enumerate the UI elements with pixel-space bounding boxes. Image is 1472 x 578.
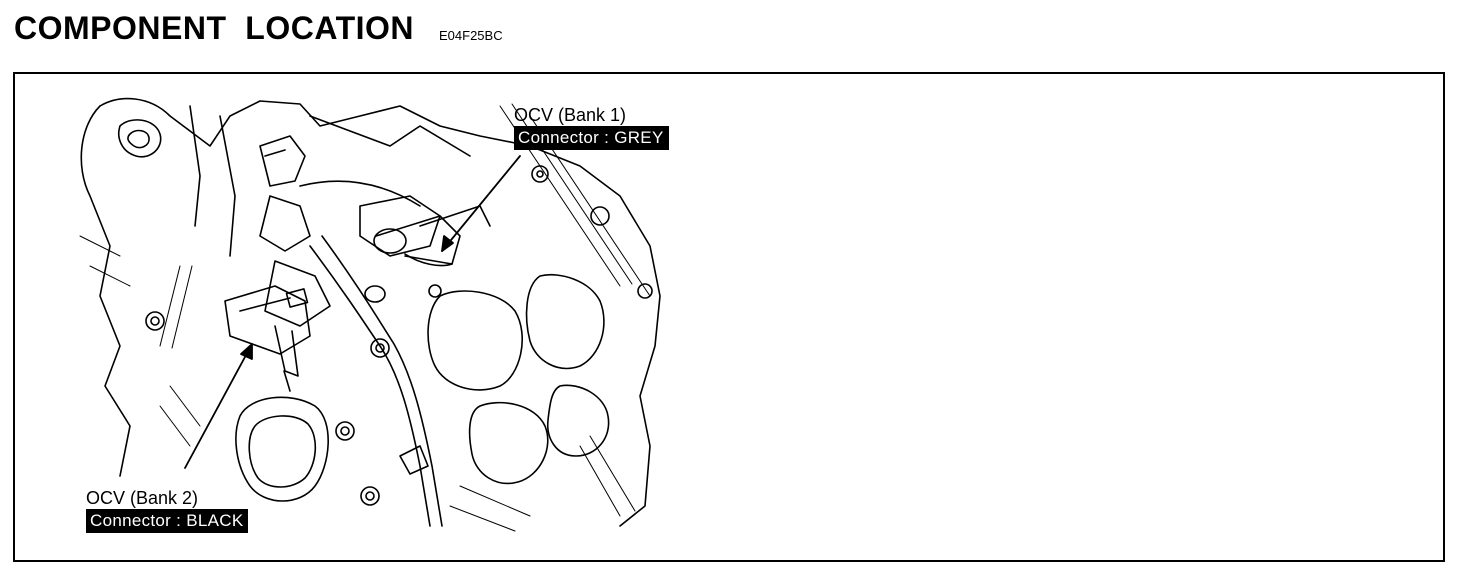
- ocv-bank2-label: OCV (Bank 2): [86, 488, 199, 508]
- hose: [309, 235, 443, 527]
- page-title: COMPONENT LOCATION: [14, 10, 414, 46]
- ocv-bank2-connector-tag: Connector : BLACK: [86, 509, 249, 533]
- leader-arrows: [184, 155, 521, 469]
- engine-illustration: [79, 97, 661, 532]
- ocv-bank2-valve: [224, 285, 311, 392]
- ocv-bank2-callout: OCV (Bank 2) Connector : BLACK: [86, 487, 249, 533]
- ocv-bank1-connector-tag: Connector : GREY: [514, 126, 669, 150]
- casting-detail-lines: [79, 103, 651, 532]
- cylinder-head-outline: [80, 97, 661, 527]
- figure-frame: [13, 72, 1445, 562]
- bolts: [145, 165, 653, 506]
- oil-passages: [235, 274, 610, 502]
- document-code: E04F25BC: [439, 28, 503, 43]
- bracket-assembly: [259, 115, 471, 327]
- ocv-bank1-callout: OCV (Bank 1) Connector : GREY: [514, 104, 669, 150]
- ocv-bank1-label: OCV (Bank 1): [514, 105, 627, 125]
